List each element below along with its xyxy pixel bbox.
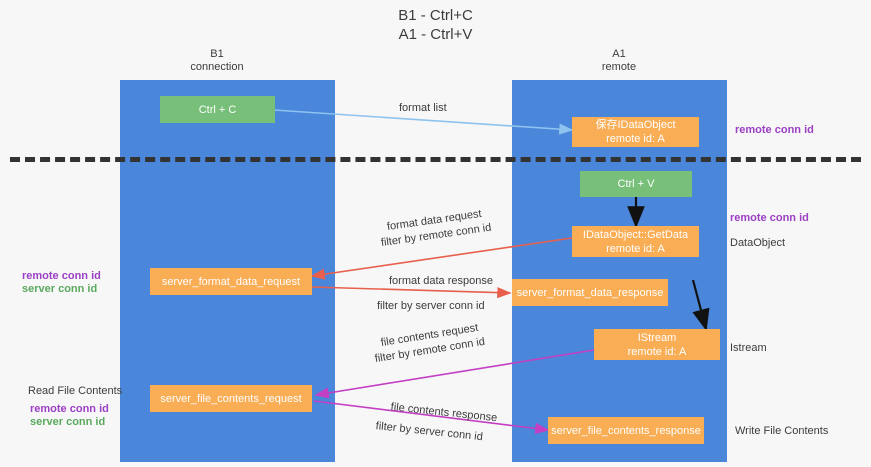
box-istream[interactable]: IStream remote id: A bbox=[594, 329, 720, 360]
column-header-a1-name: A1 bbox=[612, 48, 626, 60]
filter-key-server-conn-id: server conn id bbox=[415, 300, 485, 312]
page-title: B1 - Ctrl+C A1 - Ctrl+V bbox=[0, 6, 871, 44]
box-server-format-data-request-label: server_format_data_request bbox=[161, 275, 301, 288]
filter-prefix: filter by bbox=[377, 300, 416, 312]
annotation-left-remote-conn-id-2: remote conn id bbox=[30, 403, 109, 415]
edge-label-format-data-response-filter: filter by server conn id bbox=[377, 299, 485, 313]
annotation-left-server-conn-id-2: server conn id bbox=[30, 416, 106, 428]
box-save-idataobject[interactable]: 保存IDataObject remote id: A bbox=[572, 117, 699, 147]
filter-key-server-conn-id: server conn id bbox=[413, 424, 484, 444]
annotation-write-file-contents: Write File Contents bbox=[735, 425, 829, 437]
filter-prefix: filter by bbox=[373, 347, 414, 366]
box-istream-line2: remote id: A bbox=[627, 345, 687, 358]
box-save-idataobject-line2: remote id: A bbox=[606, 133, 665, 145]
annotation-remote-conn-id-mid: remote conn id bbox=[730, 212, 809, 224]
filter-prefix: filter by bbox=[375, 420, 415, 437]
annotation-remote-conn-id-top: remote conn id bbox=[735, 124, 814, 136]
edge-label-format-list: format list bbox=[399, 102, 447, 114]
box-server-format-data-request[interactable]: server_format_data_request bbox=[150, 268, 312, 295]
phase-separator bbox=[10, 157, 861, 162]
box-server-file-contents-response-label: server_file_contents_response bbox=[551, 424, 701, 437]
annotation-left-remote-conn-id: remote conn id bbox=[22, 270, 101, 282]
box-ctrl-v-label: Ctrl + V bbox=[617, 178, 655, 190]
box-idataobject-getdata-line2: remote id: A bbox=[606, 242, 665, 255]
column-header-a1: A1 remote bbox=[539, 48, 699, 74]
annotation-dataobject: DataObject bbox=[730, 237, 786, 249]
edge-label-format-data-response: format data response bbox=[389, 275, 493, 287]
page-title-line2: A1 - Ctrl+V bbox=[398, 26, 473, 43]
column-header-b1: B1 connection bbox=[137, 48, 297, 74]
box-save-idataobject-line1: 保存IDataObject bbox=[595, 119, 676, 131]
edge-label-file-contents-response-filter: filter by server conn id bbox=[375, 419, 483, 444]
box-server-file-contents-request-label: server_file_contents_request bbox=[160, 392, 302, 405]
filter-prefix: filter by bbox=[380, 231, 421, 250]
box-istream-line1: IStream bbox=[637, 331, 677, 344]
annotation-istream: Istream bbox=[730, 342, 767, 354]
box-server-format-data-response-label: server_format_data_response bbox=[516, 286, 664, 299]
box-ctrl-v[interactable]: Ctrl + V bbox=[580, 171, 692, 197]
box-idataobject-getdata-line1: IDataObject::GetData bbox=[582, 228, 689, 241]
column-header-b1-name: B1 bbox=[210, 48, 224, 60]
box-ctrl-c[interactable]: Ctrl + C bbox=[160, 96, 275, 123]
box-server-file-contents-response[interactable]: server_file_contents_response bbox=[548, 417, 704, 444]
column-header-b1-role: connection bbox=[190, 61, 244, 73]
box-idataobject-getdata[interactable]: IDataObject::GetData remote id: A bbox=[572, 226, 699, 257]
box-server-file-contents-request[interactable]: server_file_contents_request bbox=[150, 385, 312, 412]
annotation-left-server-conn-id: server conn id bbox=[22, 283, 98, 295]
column-header-a1-role: remote bbox=[601, 61, 637, 73]
box-ctrl-c-label: Ctrl + C bbox=[198, 103, 237, 116]
page-title-line1: B1 - Ctrl+C bbox=[398, 7, 473, 24]
box-server-format-data-response[interactable]: server_format_data_response bbox=[512, 279, 668, 306]
annotation-read-file-contents: Read File Contents bbox=[28, 385, 123, 397]
